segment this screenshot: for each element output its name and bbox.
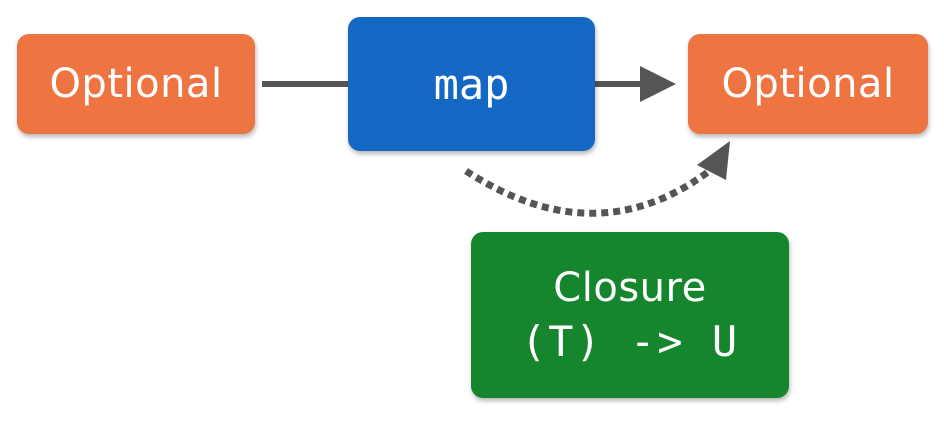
closure-node: Closure (T) -> U: [471, 232, 789, 398]
dotted-connector-closure-to-output: [464, 168, 711, 217]
closure-signature: (T) -> U: [520, 316, 740, 366]
closure-title: Closure: [553, 264, 707, 311]
arrowhead-dotted-to-output: [697, 141, 730, 180]
arrowhead-map-to-output: [640, 66, 676, 102]
input-optional-node: Optional: [17, 34, 255, 134]
map-node: map: [348, 17, 595, 151]
output-optional-node: Optional: [688, 34, 928, 134]
